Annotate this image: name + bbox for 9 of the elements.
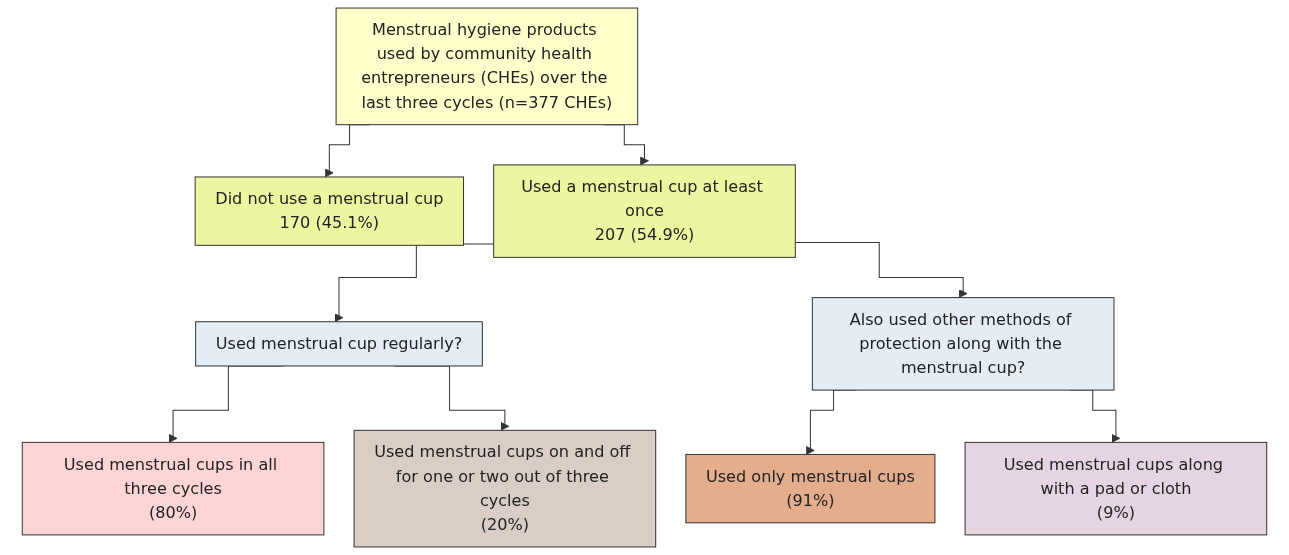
node-box: Used menstrual cup regularly? xyxy=(195,321,483,367)
node-box: Used menstrual cups in all three cycles (80%) xyxy=(21,441,325,536)
node-box: Used only menstrual cups (91%) xyxy=(685,453,936,524)
node-box: Also used other methods of protection along with the menstrual cup? xyxy=(811,297,1115,391)
node-box: Used menstrual cups on and off for one or two out of three cycles (20%) xyxy=(353,429,657,548)
node-box: Did not use a menstrual cup 170 (45.1%) xyxy=(194,176,465,246)
node-box: Menstrual hygiene products used by community health entrepreneurs (CHEs) over the last three cycles (n=377 CHEs) xyxy=(335,7,639,126)
node-box: Used menstrual cups along with a pad or cloth (9%) xyxy=(964,441,1268,536)
node-box: Used a menstrual cup at least once 207 (54.9%) xyxy=(493,164,796,258)
